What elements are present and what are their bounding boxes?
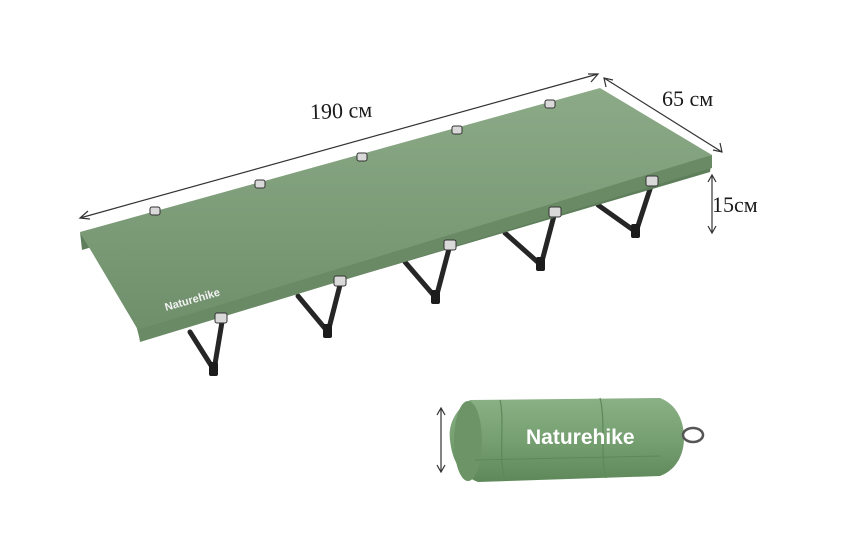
length-dimension-line bbox=[78, 73, 600, 220]
width-dimension-line bbox=[603, 77, 723, 153]
width-label: 65 см bbox=[662, 86, 714, 111]
bag-brand-logo: Naturehike bbox=[526, 426, 635, 449]
length-label: 190 см bbox=[309, 96, 373, 125]
bag-height-dimension-line bbox=[436, 406, 446, 474]
height-label: 15см bbox=[712, 192, 758, 217]
storage-bag: Naturehike bbox=[449, 397, 705, 482]
cot-leg-feet bbox=[209, 224, 640, 376]
cot-fabric bbox=[80, 88, 712, 342]
height-dimension-line bbox=[707, 173, 717, 235]
cot-frame-clips bbox=[149, 99, 659, 324]
